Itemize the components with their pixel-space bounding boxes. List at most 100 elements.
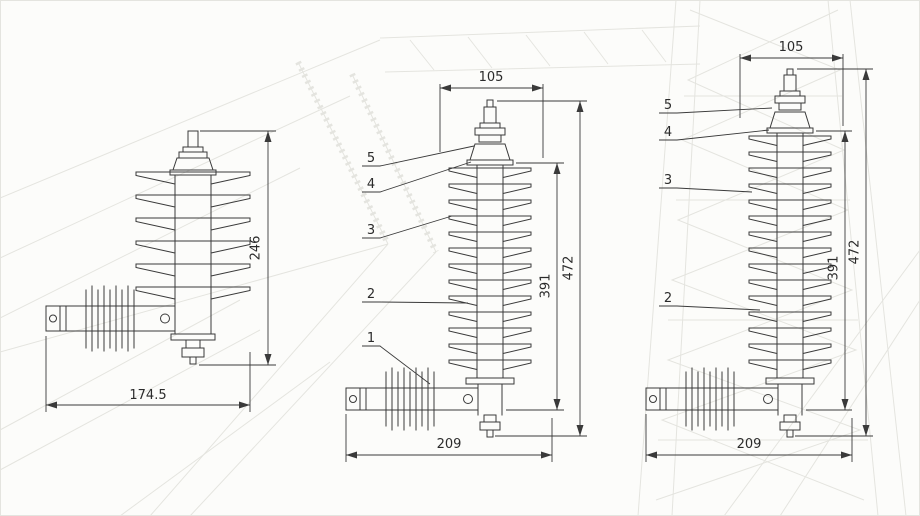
middle-terminal-width-value: 105 — [479, 70, 504, 85]
lower-cylinder — [477, 383, 503, 416]
weather-shed — [135, 240, 251, 254]
weather-shed — [448, 343, 532, 354]
extension-lines — [439, 84, 544, 158]
part-label-2: 2 — [367, 287, 375, 302]
mounting-bracket-arm — [345, 387, 479, 411]
weather-shed — [448, 327, 532, 338]
leader-line-part-4 — [362, 161, 472, 193]
left-height-dimension — [199, 130, 276, 366]
part-label-5: 5 — [664, 98, 672, 113]
terminal-clamp-plate — [182, 146, 204, 153]
right-terminal-width-dimension — [739, 54, 844, 126]
middle-arrester-view: 105 391 472 209 5 4 3 2 1 — [345, 70, 587, 462]
left-height-value: 246 — [249, 236, 264, 261]
top-terminal-tip — [486, 99, 494, 108]
tower-leg — [849, 0, 907, 516]
bracket-bolt — [463, 394, 473, 404]
weather-shed — [448, 183, 532, 194]
middle-housing-height-value: 391 — [539, 274, 554, 299]
tower-bracing — [660, 9, 865, 501]
part-label-4: 4 — [367, 177, 375, 192]
right-arrester-view: 105 391 472 209 5 4 3 2 — [645, 40, 873, 462]
weather-shed — [135, 217, 251, 231]
top-terminal-stud — [483, 106, 497, 124]
weather-shed — [748, 199, 832, 210]
leader-line-part-5 — [659, 107, 773, 114]
right-part-leaders — [659, 107, 773, 311]
weather-shed — [748, 215, 832, 226]
right-overall-height-value: 472 — [848, 240, 863, 265]
weather-shed — [448, 295, 532, 306]
bottom-tip — [786, 429, 794, 438]
right-overall-height-dimension — [795, 68, 873, 437]
power-lines — [0, 329, 331, 516]
bracket-mounting-hole — [649, 395, 657, 403]
weather-shed — [748, 151, 832, 162]
top-cap — [469, 143, 511, 161]
part-label-5: 5 — [367, 151, 375, 166]
extension-lines — [739, 54, 844, 126]
middle-overall-height-value: 472 — [562, 256, 577, 281]
weather-shed — [748, 279, 832, 290]
bracket-mounting-hole — [49, 314, 57, 323]
right-housing-height-value: 391 — [827, 256, 842, 281]
top-cap-flange — [766, 127, 814, 134]
power-lines — [0, 39, 381, 431]
bottom-stub — [483, 414, 497, 423]
part-label-3: 3 — [664, 173, 672, 188]
leader-line-part-1 — [362, 345, 431, 385]
weather-shed — [448, 359, 532, 370]
weather-shed — [135, 171, 251, 185]
power-lines — [0, 243, 437, 516]
top-terminal-stud — [783, 74, 797, 92]
weather-shed — [748, 343, 832, 354]
middle-part-leaders — [362, 145, 475, 385]
middle-arrester-body — [345, 99, 532, 438]
weather-shed — [135, 263, 251, 277]
bottom-nut — [779, 421, 801, 431]
terminal-clamp-plate — [478, 134, 502, 143]
bottom-tip — [189, 356, 197, 365]
bracket-plate — [659, 387, 667, 411]
right-terminal-width-value: 105 — [779, 40, 804, 55]
insulator-string-discs — [295, 60, 391, 246]
housing-core — [174, 174, 212, 335]
part-label-4: 4 — [664, 125, 672, 140]
middle-overall-height-dimension — [495, 100, 587, 437]
leader-line-part-4 — [659, 129, 770, 141]
top-terminal-tip — [786, 68, 794, 76]
part-label-3: 3 — [367, 223, 375, 238]
housing-core — [476, 164, 504, 379]
bracket-mounting-hole — [349, 395, 357, 403]
weather-shed — [448, 215, 532, 226]
right-base-width-value: 209 — [737, 437, 762, 452]
top-cap-flange — [466, 159, 514, 166]
disconnector-fins — [385, 367, 435, 431]
bottom-tip — [486, 429, 494, 438]
middle-base-width-dimension — [345, 414, 553, 462]
leader-line-part-5 — [362, 145, 475, 167]
left-arrester-view: 246 174.5 — [45, 130, 276, 412]
weather-shed — [748, 359, 832, 370]
mounting-bracket-arm — [645, 387, 779, 411]
tower-leg — [637, 0, 677, 516]
part-label-2: 2 — [664, 291, 672, 306]
weather-shed — [448, 167, 532, 178]
part-label-1: 1 — [367, 331, 375, 346]
right-arrester-body — [645, 68, 832, 438]
right-base-width-dimension — [645, 414, 853, 462]
top-terminal-stud — [187, 130, 199, 148]
bottom-nut — [181, 347, 205, 358]
terminal-clamp-plate — [479, 122, 501, 129]
top-cap-flange — [169, 169, 217, 176]
middle-housing-height-dimension — [506, 162, 564, 411]
terminal-clamp-plate — [178, 151, 208, 159]
bottom-flange — [465, 377, 515, 385]
leader-line-part-2 — [659, 305, 761, 311]
middle-terminal-width-dimension — [439, 84, 544, 158]
weather-shed — [748, 135, 832, 146]
weather-shed — [448, 263, 532, 274]
bottom-stub — [185, 339, 201, 349]
